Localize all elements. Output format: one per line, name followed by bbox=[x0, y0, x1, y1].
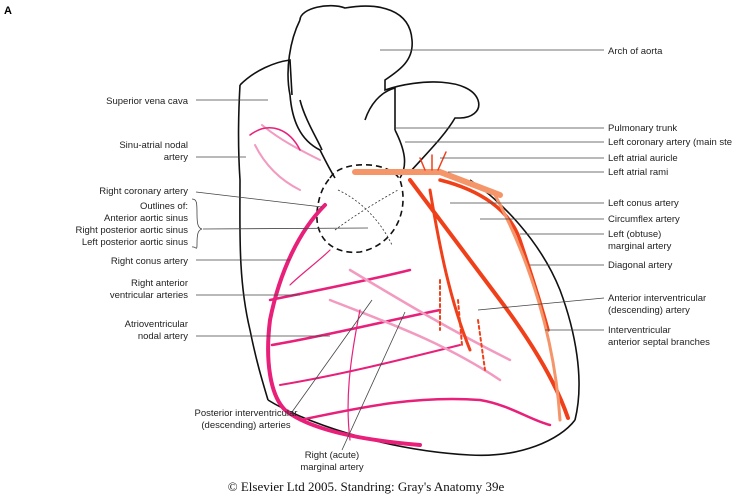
left-labels: Superior vena cava Sinu-atrial nodal art… bbox=[76, 96, 189, 342]
right-labels: Arch of aorta Pulmonary trunk Left coron… bbox=[608, 46, 732, 348]
label-post-iv-2: (descending) arteries bbox=[201, 420, 290, 431]
label-pulmonary-trunk: Pulmonary trunk bbox=[608, 123, 677, 134]
label-post-iv-1: Posterior interventricular bbox=[195, 408, 298, 419]
label-left-atrial-auricle: Left atrial auricle bbox=[608, 153, 678, 164]
label-diagonal-artery: Diagonal artery bbox=[608, 260, 673, 271]
label-ant-iv-1: Anterior interventricular bbox=[608, 293, 706, 304]
label-septal-2: anterior septal branches bbox=[608, 337, 710, 348]
label-septal-1: Interventricular bbox=[608, 325, 671, 336]
label-superior-vena-cava: Superior vena cava bbox=[106, 96, 189, 107]
label-arch-of-aorta: Arch of aorta bbox=[608, 46, 663, 57]
left-coronary-arteries bbox=[352, 151, 570, 422]
bottom-labels: Posterior interventricular (descending) … bbox=[195, 408, 364, 473]
label-av-nodal-2: nodal artery bbox=[138, 331, 188, 342]
label-right-coronary-artery: Right coronary artery bbox=[99, 186, 188, 197]
label-left-atrial-rami: Left atrial rami bbox=[608, 167, 668, 178]
figure-letter: A bbox=[4, 5, 12, 17]
copyright: © Elsevier Ltd 2005. Standring: Gray's A… bbox=[228, 479, 505, 494]
label-right-conus-artery: Right conus artery bbox=[111, 256, 188, 267]
label-ant-iv-2: (descending) artery bbox=[608, 305, 690, 316]
label-anterior-aortic-sinus: Anterior aortic sinus bbox=[104, 213, 188, 224]
label-left-posterior-aortic-sinus: Left posterior aortic sinus bbox=[82, 237, 188, 248]
label-right-ant-vent-1: Right anterior bbox=[131, 278, 188, 289]
label-left-coronary-artery: Left coronary artery (main stem) bbox=[608, 137, 732, 148]
label-left-marginal-2: marginal artery bbox=[608, 241, 672, 252]
label-right-ant-vent-2: ventricular arteries bbox=[110, 290, 188, 301]
label-av-nodal-1: Atrioventricular bbox=[125, 319, 188, 330]
label-right-posterior-aortic-sinus: Right posterior aortic sinus bbox=[76, 225, 189, 236]
label-left-marginal-1: Left (obtuse) bbox=[608, 229, 661, 240]
label-right-marginal-1: Right (acute) bbox=[305, 450, 359, 461]
label-sa-nodal-1: Sinu-atrial nodal bbox=[119, 140, 188, 151]
label-outlines-of: Outlines of: bbox=[140, 201, 188, 212]
leader-lines bbox=[191, 49, 605, 451]
label-right-marginal-2: marginal artery bbox=[300, 462, 364, 473]
heart-outline bbox=[237, 4, 580, 457]
label-sa-nodal-2: artery bbox=[164, 152, 189, 163]
label-circumflex-artery: Circumflex artery bbox=[608, 214, 680, 225]
label-left-conus-artery: Left conus artery bbox=[608, 198, 679, 209]
right-coronary-arteries bbox=[249, 124, 552, 447]
